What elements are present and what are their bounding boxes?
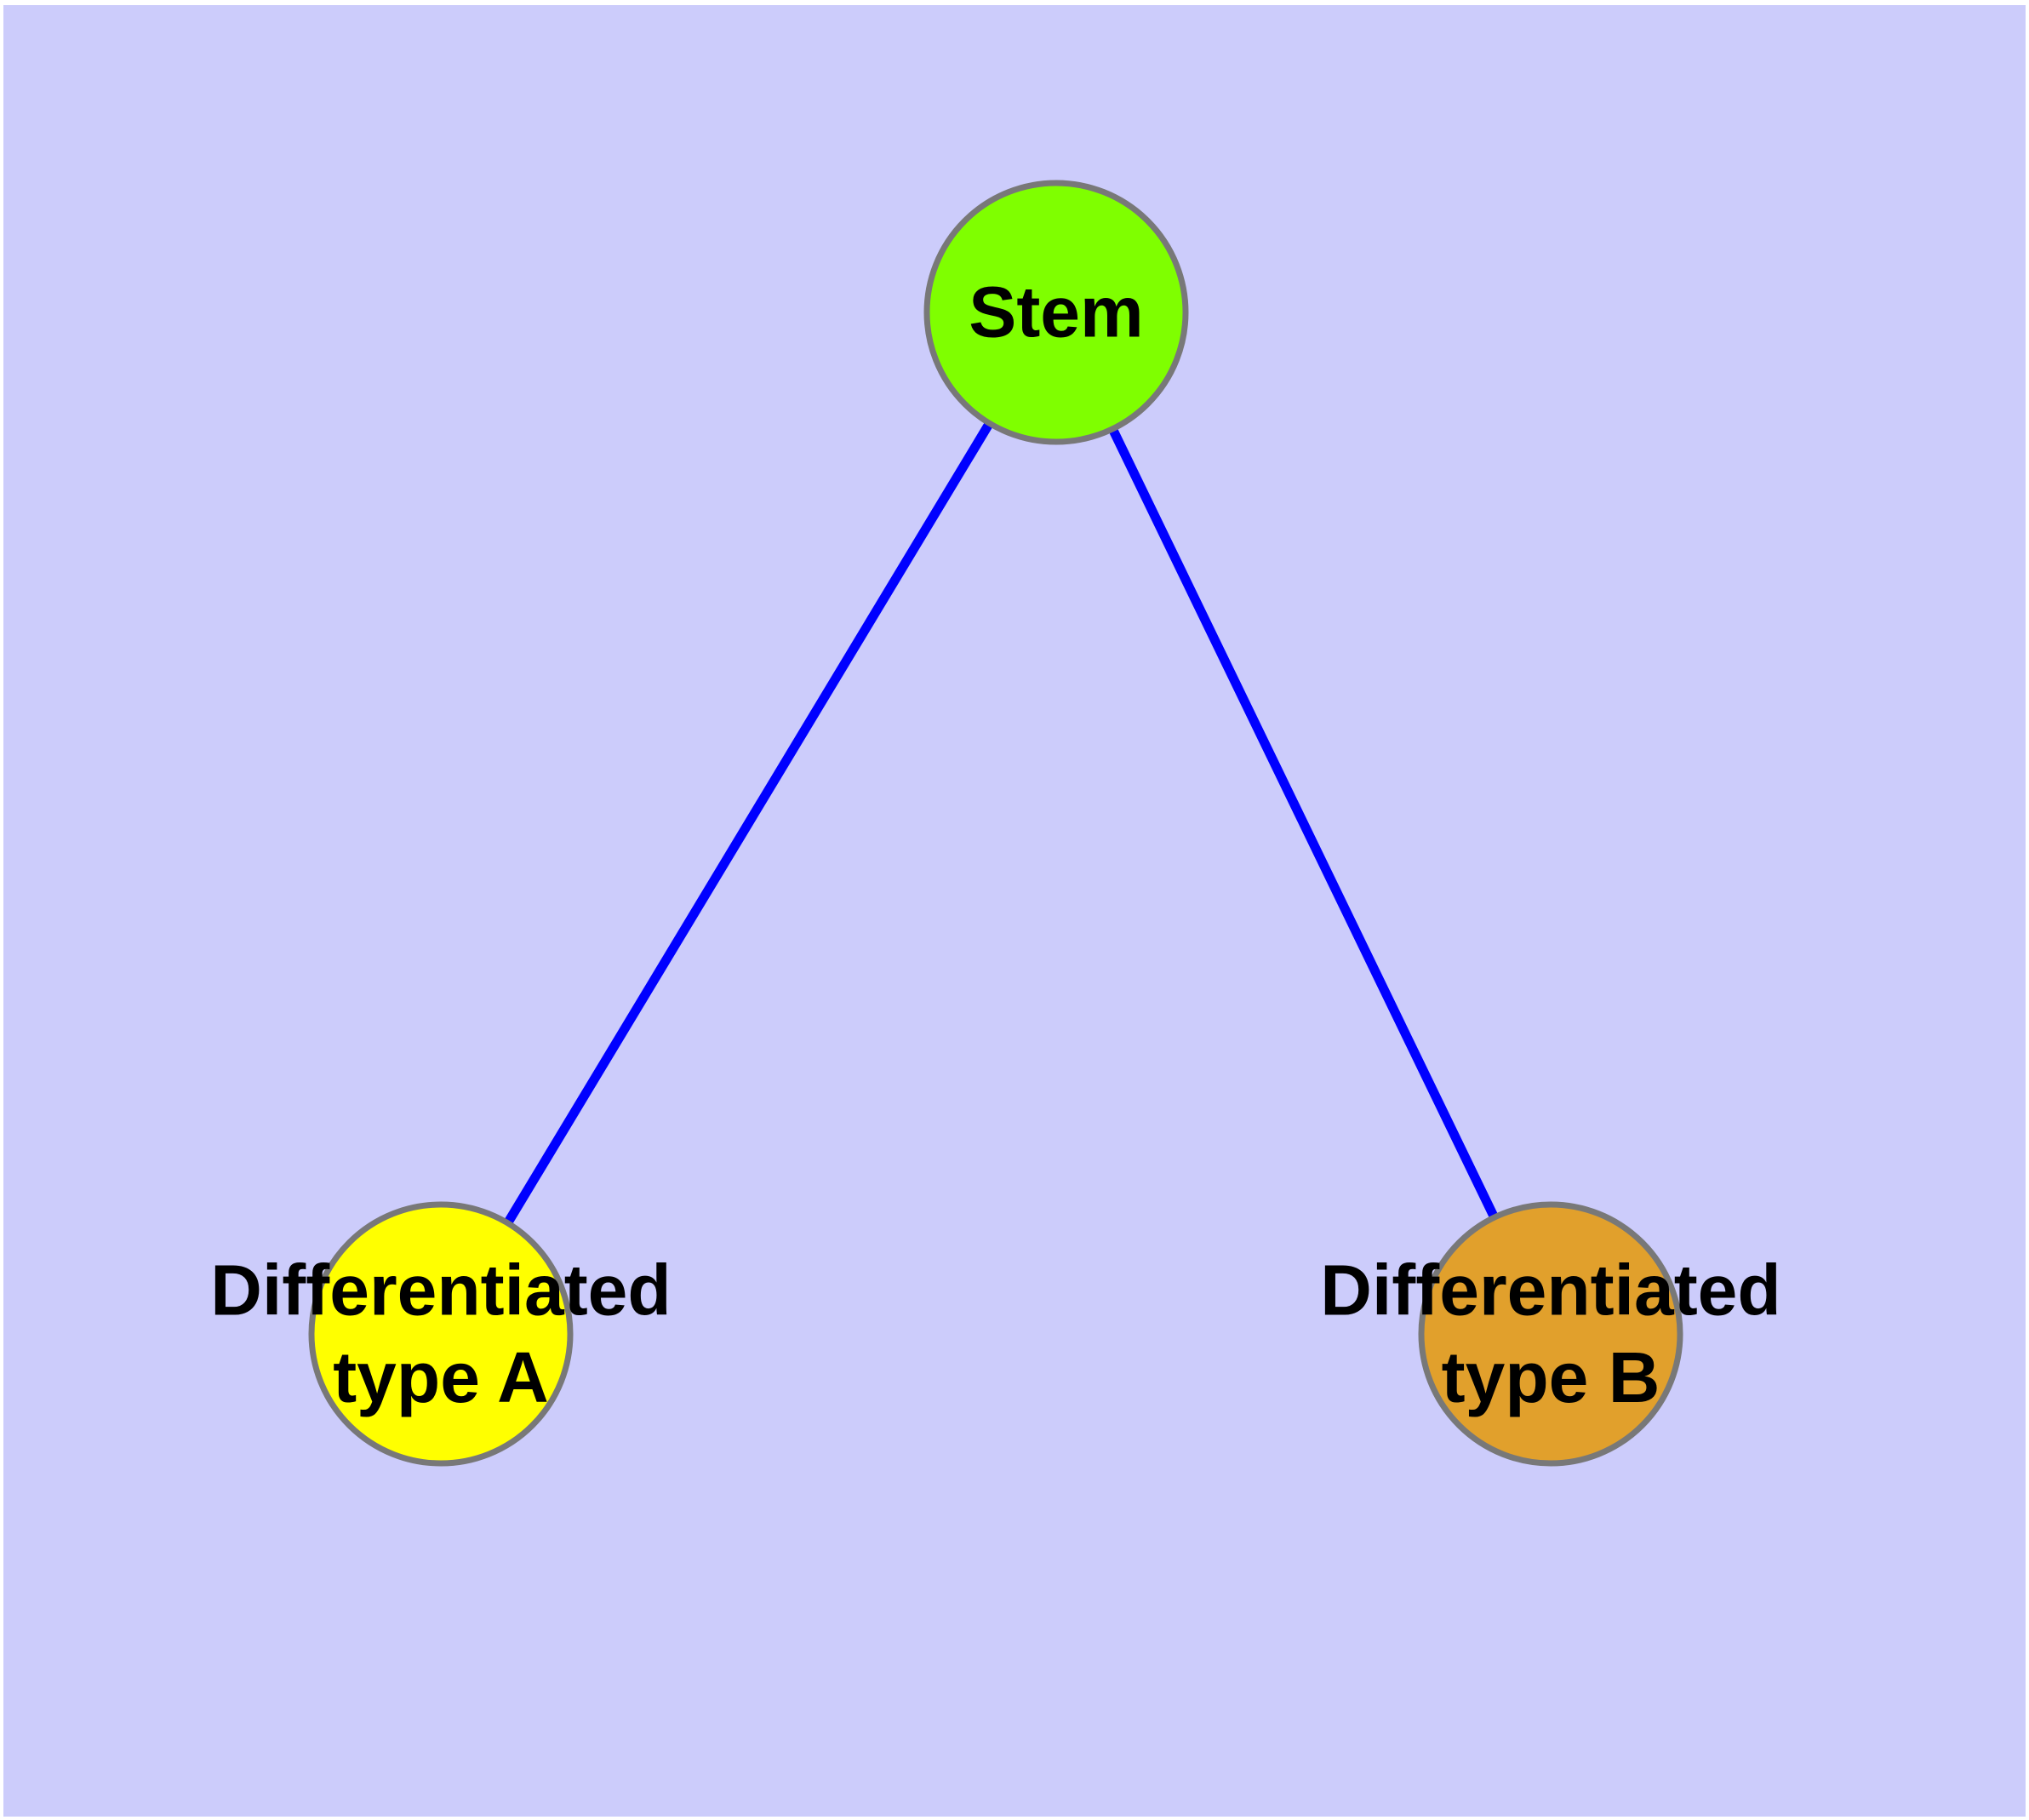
node-label-line: Differentiated xyxy=(210,1250,671,1330)
node-label-line: type B xyxy=(1442,1337,1660,1417)
node-label-line: Differentiated xyxy=(1320,1250,1780,1330)
node-label-stem: Stem xyxy=(969,272,1143,352)
edge-stem-to-diff_b xyxy=(1107,425,1500,1222)
node-circle-stem[interactable] xyxy=(923,180,1189,445)
edge-stem-to-diff_a xyxy=(502,419,995,1228)
node-circle-diff_a[interactable] xyxy=(308,1201,574,1467)
node-label-line: type A xyxy=(333,1337,549,1417)
node-stem[interactable]: Stem xyxy=(923,180,1189,445)
node-label-line: Stem xyxy=(969,272,1143,352)
edges-group xyxy=(502,419,1500,1228)
node-circle-diff_b[interactable] xyxy=(1418,1201,1683,1467)
